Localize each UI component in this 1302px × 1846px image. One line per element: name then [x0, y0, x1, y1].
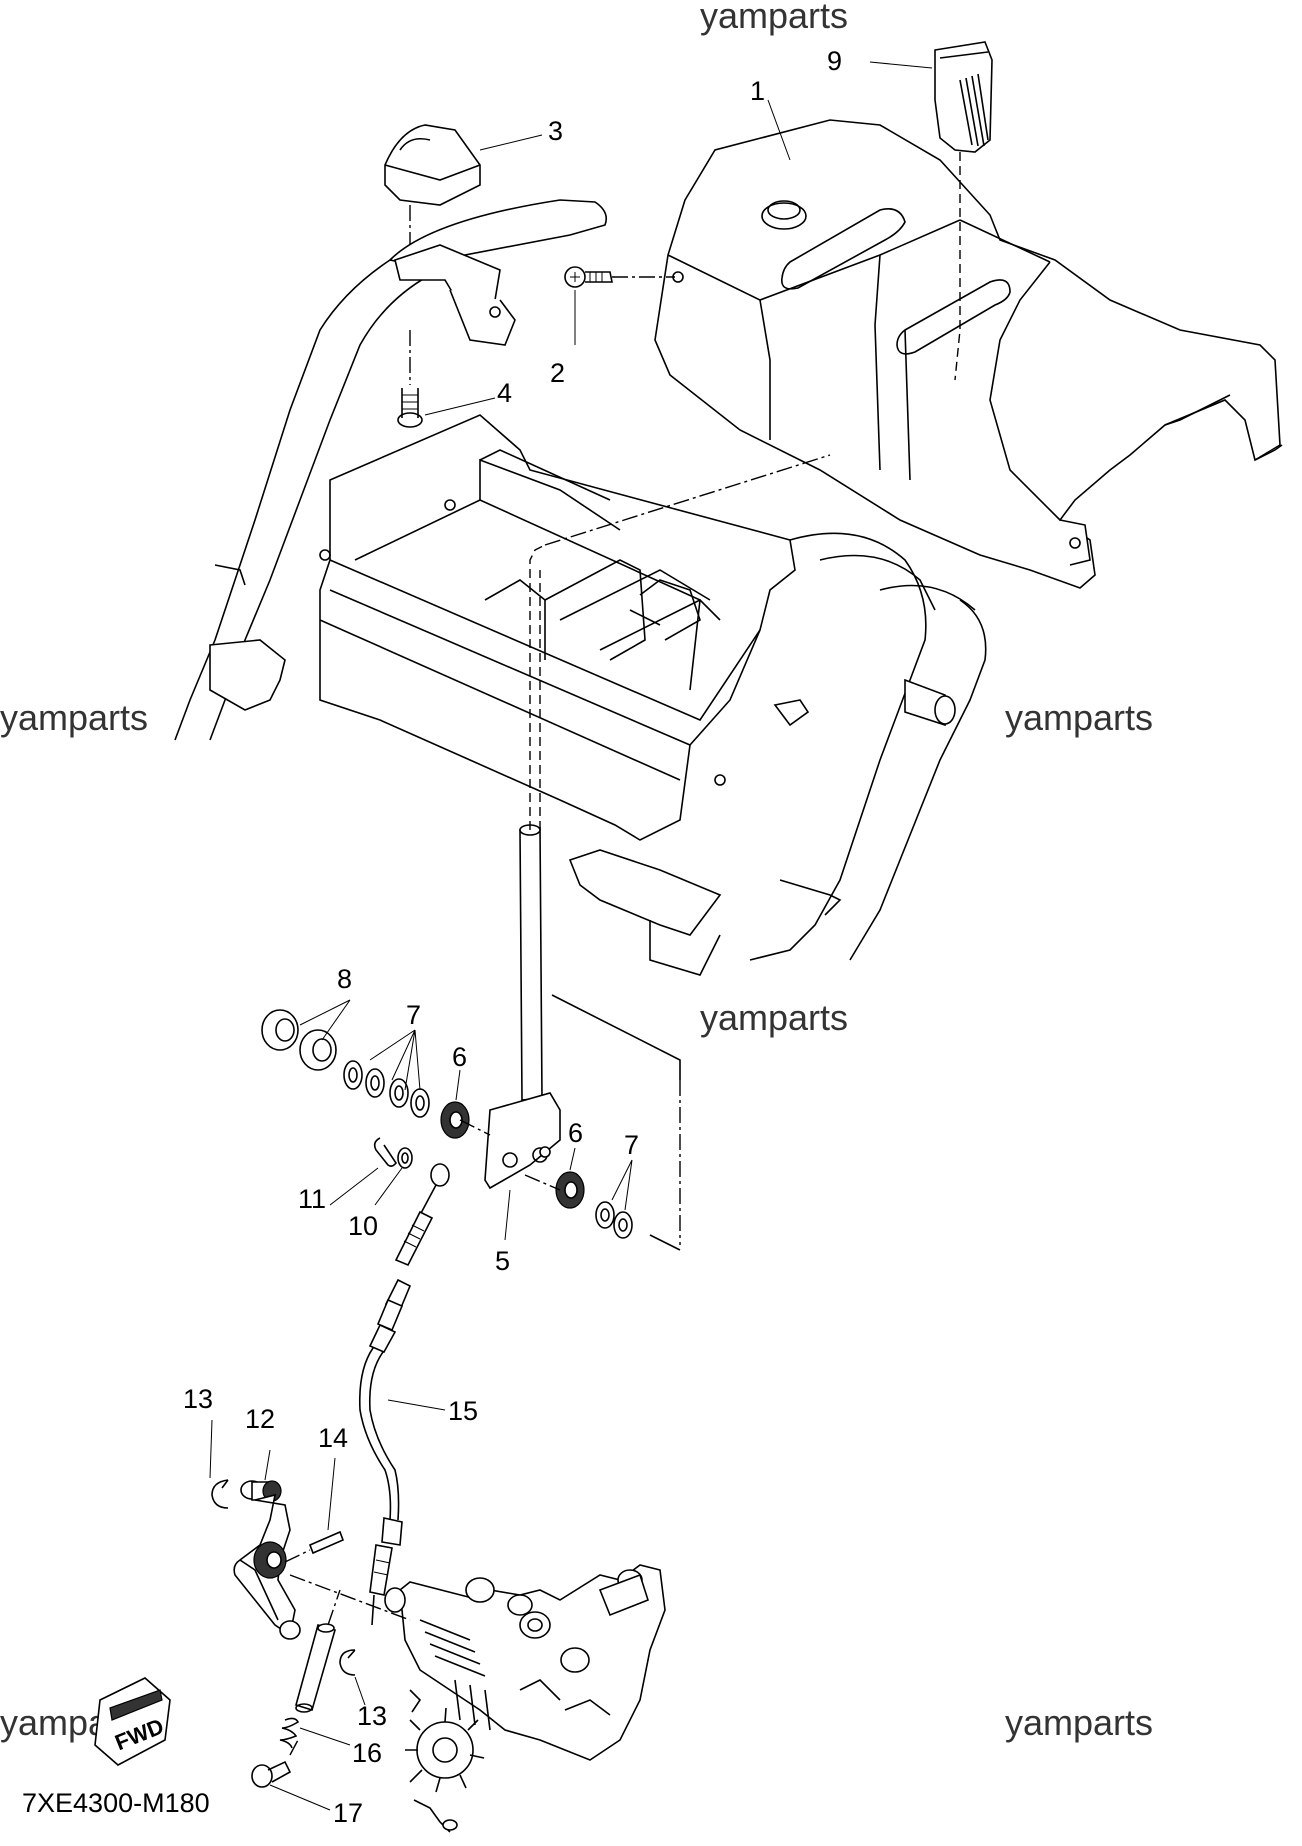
- callout-9: 9: [827, 46, 842, 76]
- part-cap: [384, 124, 481, 250]
- callout-5: 5: [495, 1246, 510, 1276]
- callout-8: 8: [337, 964, 352, 994]
- callout-6b: 6: [568, 1118, 583, 1148]
- callout-3: 3: [548, 116, 563, 146]
- transmission-assembly: [289, 1564, 666, 1833]
- part-bolt: [397, 330, 423, 428]
- callout-1: 1: [750, 76, 765, 106]
- callout-4: 4: [497, 378, 512, 408]
- leader-lines: [209, 61, 933, 1811]
- callout-16: 16: [352, 1738, 382, 1768]
- watermark-left-mid: yamparts: [0, 697, 148, 738]
- callout-14: 14: [318, 1423, 348, 1453]
- watermark-right-mid: yamparts: [1005, 697, 1153, 738]
- part-seat-shell: [654, 119, 1283, 589]
- chassis-frame: [174, 199, 987, 976]
- callout-7a: 7: [406, 1000, 421, 1030]
- fwd-direction-badge: FWD: [94, 1677, 171, 1766]
- callout-13b: 13: [357, 1701, 387, 1731]
- watermark-center: yamparts: [700, 997, 848, 1038]
- part-nuts-washers: [261, 1009, 633, 1239]
- part-cable: [358, 1163, 450, 1626]
- part-screw: [564, 266, 675, 288]
- callout-10: 10: [348, 1211, 378, 1241]
- callout-6a: 6: [452, 1042, 467, 1072]
- part-circlips: [211, 1479, 356, 1676]
- drawing-code: 7XE4300-M180: [22, 1788, 210, 1818]
- part-spring-screw: [251, 1589, 341, 1788]
- watermark-top: yamparts: [700, 0, 848, 36]
- callout-2: 2: [550, 358, 565, 388]
- callout-17: 17: [333, 1798, 363, 1828]
- callout-12: 12: [245, 1404, 275, 1434]
- callout-15: 15: [448, 1396, 478, 1426]
- shift-rod: [519, 454, 831, 1251]
- callout-13a: 13: [183, 1384, 213, 1414]
- callout-labels: 1 2 3 4 5 6 6 7 7 8 9 10 11 12 13 13 14 …: [183, 46, 842, 1828]
- part-pin: [284, 1530, 345, 1563]
- callout-7b: 7: [624, 1130, 639, 1160]
- part-lever-plate: [484, 1092, 561, 1190]
- part-knob: [934, 41, 993, 381]
- watermark-bottom-right: yamparts: [1005, 1702, 1153, 1743]
- part-arm: [233, 1480, 301, 1640]
- callout-11: 11: [298, 1184, 326, 1214]
